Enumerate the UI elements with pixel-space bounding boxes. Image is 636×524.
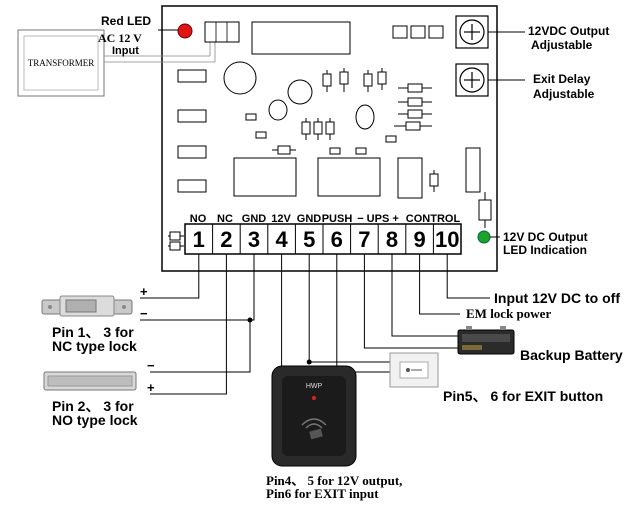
no-lock-icon (43, 371, 137, 391)
board-component (397, 157, 423, 199)
board-pad (355, 147, 367, 155)
exit-delay-label-2: Adjustable (533, 87, 595, 101)
exit-delay-label: Exit Delay (533, 72, 591, 86)
ac-input-label: AC 12 V (98, 31, 142, 45)
led-indication-label: 12V DC Output (503, 230, 588, 244)
board-capacitor (268, 99, 288, 121)
board-pad (385, 135, 397, 143)
board-pad (255, 131, 267, 139)
pin-number: 8 (386, 227, 398, 252)
junction-dot (306, 359, 312, 365)
ac-input-label-2: Input (112, 45, 139, 57)
exit-button-label: Pin5、 6 for EXIT button (443, 388, 604, 404)
relay-1 (233, 157, 297, 197)
pin-number: 7 (358, 227, 370, 252)
reader-pins-label: Pin4、 5 for 12V output, (266, 473, 403, 488)
reader-pins-label-2: Pin6 for EXIT input (266, 486, 379, 501)
terminal-label-control: CONTROL (406, 213, 461, 225)
board-chip (392, 25, 408, 39)
pin-number: 3 (248, 227, 260, 252)
red-led-icon (177, 23, 193, 39)
em-power-label: EM lock power (466, 306, 552, 321)
nc-lock-label-2: NC type lock (52, 338, 137, 354)
board-ic-top (251, 21, 351, 55)
exit-button-icon (389, 352, 439, 388)
terminal-label-push: PUSH (322, 213, 353, 225)
terminal-label-no: NO (190, 213, 207, 225)
pin-number: 6 (331, 227, 343, 252)
output-adj-label-2: Adjustable (531, 38, 593, 52)
backup-battery-icon (457, 326, 515, 355)
terminal-block (184, 223, 462, 255)
nc-lock-minus-mark: − (140, 306, 148, 321)
terminal-label-ups: − UPS + (357, 213, 399, 225)
board-chip (410, 25, 426, 39)
board-component (177, 109, 207, 123)
red-led-label: Red LED (101, 14, 152, 28)
pin-number: 1 (193, 227, 205, 252)
nc-lock-label: Pin 1、 3 for (52, 324, 134, 340)
transformer-inner (23, 35, 99, 91)
board-component (478, 199, 492, 221)
ac-input-connector (204, 21, 240, 43)
terminal-label-nc: NC (217, 213, 233, 225)
led-indication-label-2: LED Indication (503, 243, 587, 257)
pin-number: 4 (275, 227, 288, 252)
card-reader-icon: HWP (271, 365, 357, 467)
board-pad (169, 231, 181, 241)
pin-number: 9 (413, 227, 425, 252)
board-component (177, 69, 207, 83)
board-pad (329, 147, 341, 155)
nc-lock-icon (41, 295, 133, 317)
reader-brand: HWP (306, 383, 323, 390)
board-component (465, 147, 481, 193)
relay-2 (317, 157, 381, 197)
board-component (177, 179, 207, 193)
pin-number: 10 (435, 227, 459, 252)
terminal-label-gnd: GND (242, 213, 267, 225)
no-lock-plus-mark: + (147, 380, 155, 395)
terminal-label-12v: 12V (271, 213, 291, 225)
input-off-label: Input 12V DC to off (494, 290, 620, 306)
output-adj-label: 12VDC Output (528, 24, 610, 38)
junction-dot (247, 317, 253, 323)
terminal-label-gnd: GND (297, 213, 322, 225)
no-lock-label-2: NO type lock (52, 412, 138, 428)
pin-number: 5 (303, 227, 315, 252)
no-lock-minus-mark: − (147, 358, 155, 373)
green-led-icon (477, 230, 491, 244)
pin-number: 2 (220, 227, 232, 252)
board-capacitor (287, 79, 313, 105)
board-capacitor (355, 104, 375, 130)
no-lock-label: Pin 2、 3 for (52, 398, 134, 414)
transformer-box (17, 29, 105, 97)
board-resistors (272, 68, 439, 192)
board-pad (245, 113, 257, 121)
backup-battery-label: Backup Battery (520, 347, 623, 363)
transformer-label: TRANSFORMER (28, 58, 95, 68)
nc-lock-plus-mark: + (140, 284, 148, 299)
board-capacitor (223, 61, 257, 95)
board-chip (428, 25, 444, 39)
board-pad (169, 241, 181, 251)
board-component (177, 145, 207, 159)
